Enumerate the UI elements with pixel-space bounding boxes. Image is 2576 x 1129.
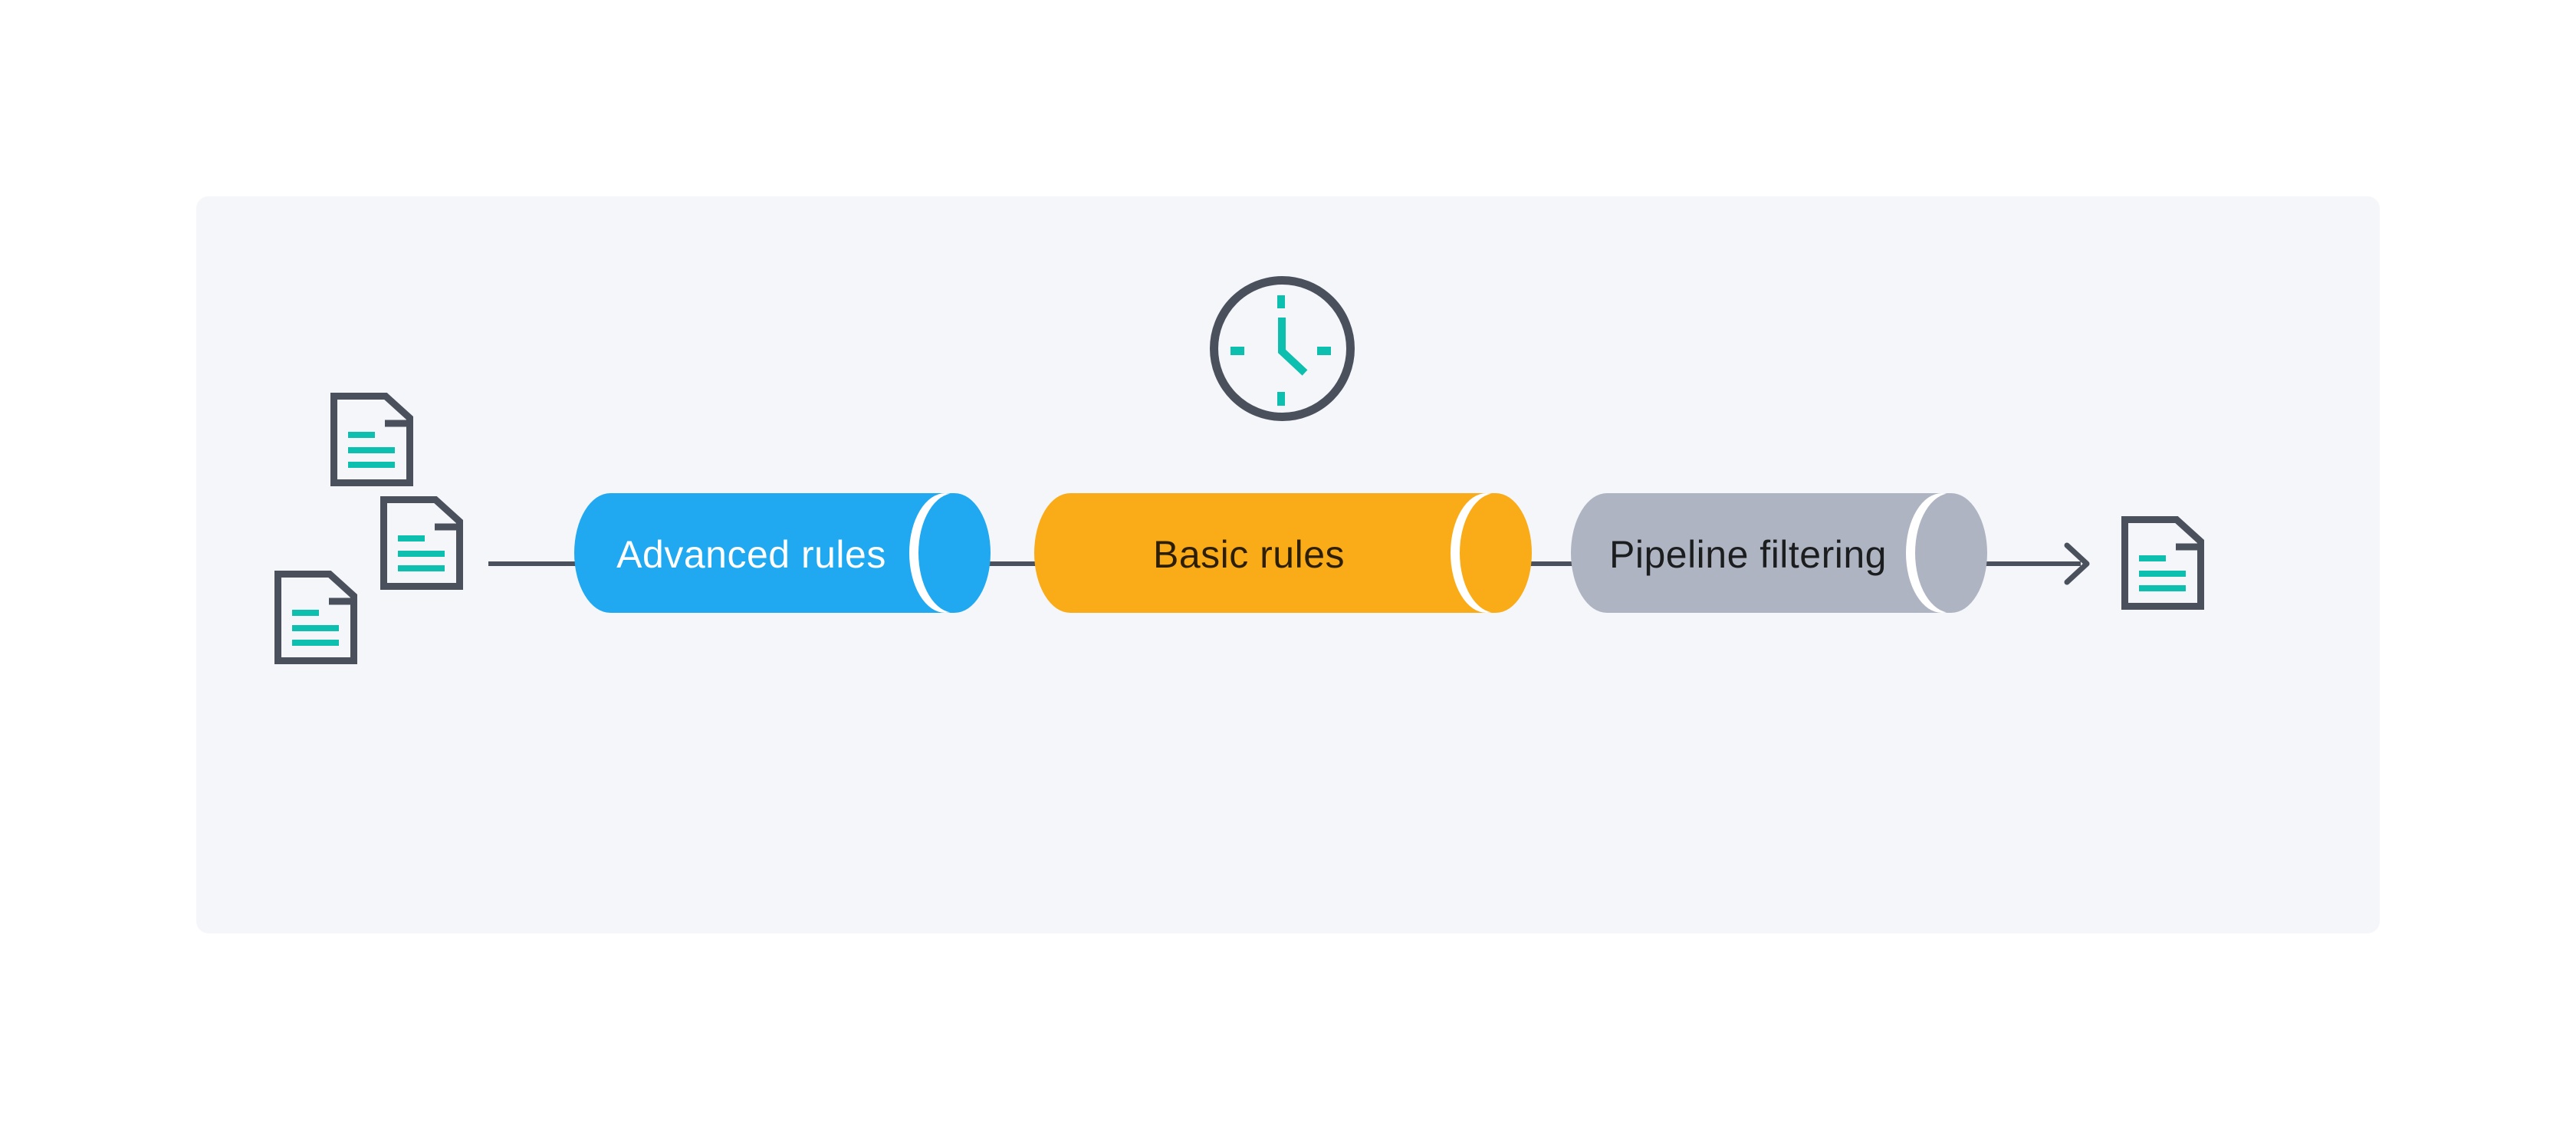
cylinder-body: [1571, 493, 1951, 613]
cylinder-cap: [918, 493, 991, 613]
stage-cylinder-advanced-rules: Advanced rules: [574, 493, 991, 613]
stage-cylinder-pipeline-filtering: Pipeline filtering: [1571, 493, 1987, 613]
arrow-right-icon: [2064, 542, 2090, 585]
cylinder-body: [574, 493, 955, 613]
clock-tick-6: [1277, 392, 1285, 406]
cylinder-cap: [1460, 493, 1532, 613]
cylinder-body: [1034, 493, 1496, 613]
input-document-icon: [384, 500, 460, 587]
clock-hands: [1278, 318, 1308, 376]
stage-label: Basic rules: [1153, 533, 1345, 576]
clock-icon: [1210, 276, 1355, 421]
input-document-icon: [334, 397, 410, 483]
clock-tick-12: [1277, 295, 1285, 308]
stage-cylinder-basic-rules: Basic rules: [1034, 493, 1532, 613]
input-document-icon: [278, 574, 354, 661]
stage-label: Pipeline filtering: [1609, 533, 1887, 576]
clock-face: [1210, 276, 1355, 421]
clock-tick-3: [1317, 347, 1331, 355]
output-document-icon: [2125, 520, 2201, 607]
clock-tick-9: [1230, 347, 1244, 355]
cylinder-cap: [1915, 493, 1987, 613]
stage-label: Advanced rules: [616, 533, 886, 576]
